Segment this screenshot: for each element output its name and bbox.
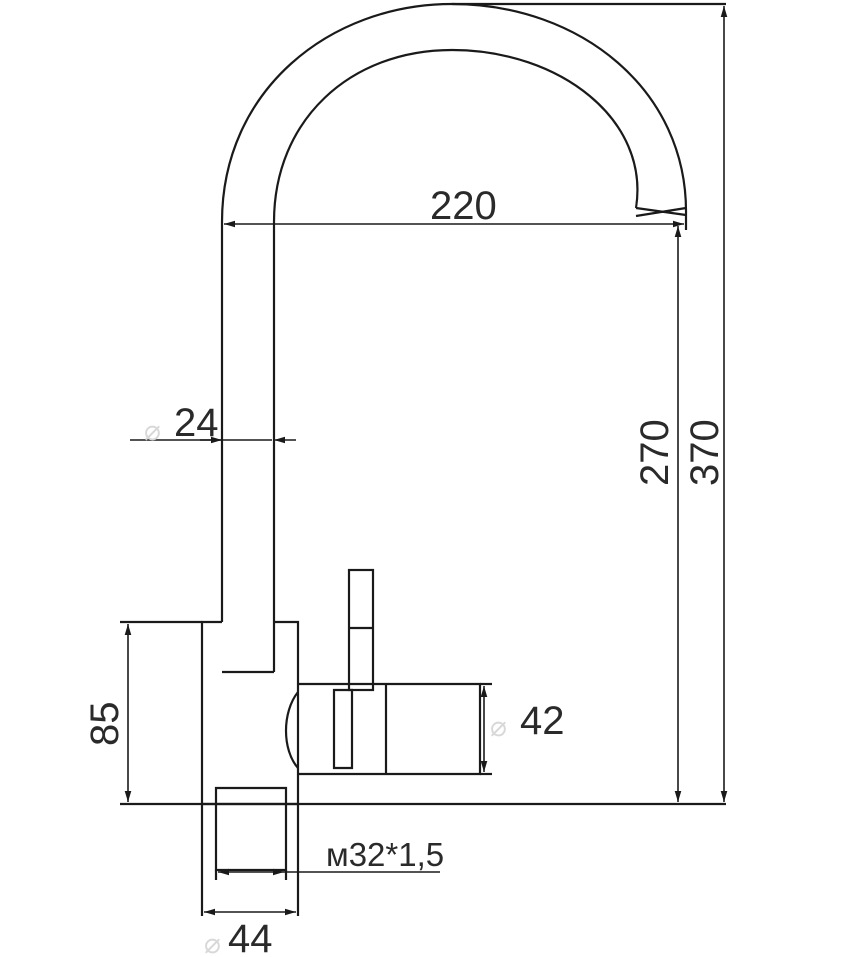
label-spout-reach: 220 (430, 184, 497, 228)
spout-outer-contour (220, 2, 688, 622)
diameter-symbol-44: ⌀ (204, 927, 221, 957)
label-body-height: 85 (83, 702, 127, 747)
handle-cartridge (298, 682, 482, 776)
diameter-symbol-24: ⌀ (144, 414, 161, 447)
faucet-body (200, 620, 300, 806)
label-spout-height: 270 (633, 419, 677, 486)
spout-nozzle (635, 206, 687, 218)
label-handle-diameter: 42 (520, 699, 565, 743)
label-total-height: 370 (683, 419, 727, 486)
label-thread: м32*1,5 (326, 836, 444, 873)
handle-collar (332, 688, 354, 770)
base-thread (214, 786, 288, 872)
label-base-diameter: 44 (228, 917, 273, 957)
spout-inner-contour (272, 48, 639, 672)
label-spout-diameter: 24 (174, 401, 219, 445)
handle-lever (347, 568, 375, 692)
handle-dome (284, 691, 299, 769)
diameter-symbol-42: ⌀ (490, 710, 507, 743)
